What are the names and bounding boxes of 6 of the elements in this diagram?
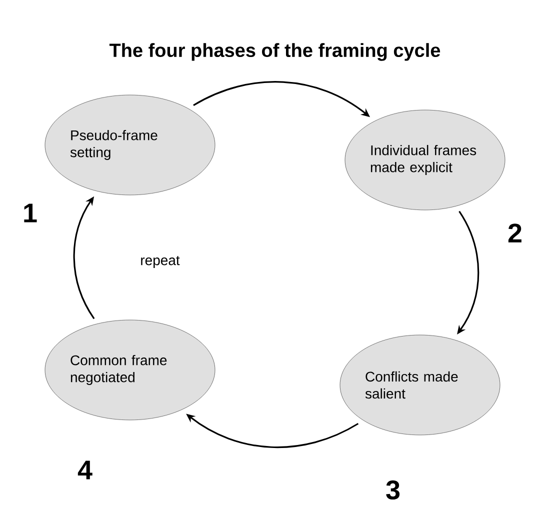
title: The four phases of the framing cycle	[109, 43, 440, 61]
phase-number: 3	[386, 480, 400, 500]
phase-number: 4	[78, 460, 92, 480]
phase-number: 1	[24, 204, 37, 222]
phase-number: 2	[508, 224, 522, 242]
edge-label: repeat	[139, 255, 181, 269]
